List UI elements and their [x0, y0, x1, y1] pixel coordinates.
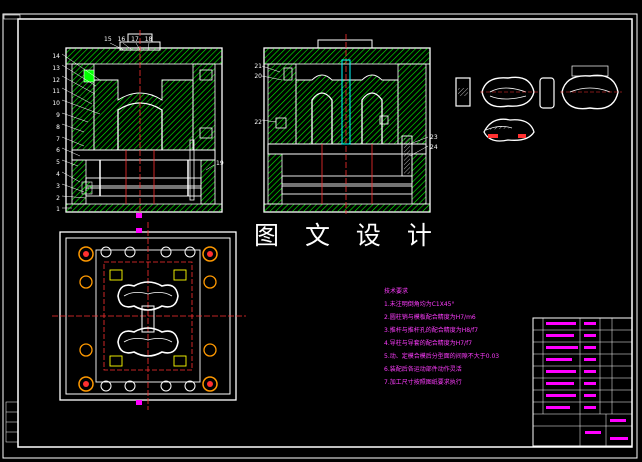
note-item: 2.圆柱销与模板配合精度为H7/m6 [384, 314, 476, 321]
callout-13: 13 [52, 64, 60, 72]
callout-12: 12 [52, 76, 60, 84]
callout-3: 3 [56, 182, 60, 190]
note-item: 6.装配后各运动部件动作灵活 [384, 366, 462, 373]
corner-tag [3, 14, 21, 20]
title-block [532, 317, 633, 447]
callout-15: 15 [104, 36, 112, 43]
callout-20: 20 [254, 73, 262, 80]
part-views [455, 65, 622, 142]
watermark-text: 图 文 设 计 [254, 221, 441, 250]
technical-requirements: 技术要求 1.未注明倒角均为C1X45° 2.圆柱销与模板配合精度为H7/m6 … [384, 285, 534, 389]
side-section-view [263, 34, 431, 214]
side-left-callouts: 21 20 22 [252, 62, 262, 128]
note-item: 5.动、定模合模后分型面的间隙不大于0.03 [384, 353, 500, 360]
callout-10: 10 [52, 100, 60, 108]
note-item: 7.加工尺寸按照图纸要求执行 [384, 379, 462, 386]
callout-19: 19 [216, 160, 224, 167]
outer-frame [2, 13, 638, 459]
front-leaders [61, 42, 215, 209]
note-item: 4.导柱与导套的配合精度为H7/f7 [384, 340, 473, 347]
callout-2: 2 [56, 194, 60, 202]
callout-21: 21 [254, 63, 262, 70]
callout-16: 16 [117, 36, 126, 43]
callout-1: 1 [56, 206, 60, 214]
callout-5: 5 [56, 159, 60, 167]
callout-24: 24 [430, 144, 438, 151]
plan-view [52, 222, 246, 410]
side-right-callouts: 23 24 [430, 133, 438, 153]
note-item: 3.推杆与推杆孔的配合精度为H8/f7 [384, 327, 479, 334]
callout-7: 7 [56, 135, 60, 143]
notes-title: 技术要求 [384, 288, 409, 295]
callout-9: 9 [56, 111, 60, 119]
front-section-view [65, 30, 223, 218]
callout-11: 11 [52, 88, 60, 96]
top-callouts: 15 16 17 18 [104, 37, 152, 43]
callout-6: 6 [56, 147, 60, 155]
side-leaders [261, 65, 429, 157]
callout-14: 14 [52, 53, 60, 60]
callout-8: 8 [56, 123, 60, 131]
callout-22: 22 [254, 119, 262, 126]
inner-frame [17, 18, 633, 448]
title-block-text [546, 322, 628, 440]
left-callouts: 14 13 12 11 10 9 8 7 6 5 4 3 2 1 [48, 51, 60, 216]
callout-4: 4 [56, 170, 60, 178]
callout-18: 18 [144, 36, 153, 43]
callout-17: 17 [131, 36, 139, 43]
note-item: 1.未注明倒角均为C1X45° [384, 301, 455, 308]
binding-edge-tag [5, 401, 19, 443]
callout-23: 23 [430, 134, 438, 141]
